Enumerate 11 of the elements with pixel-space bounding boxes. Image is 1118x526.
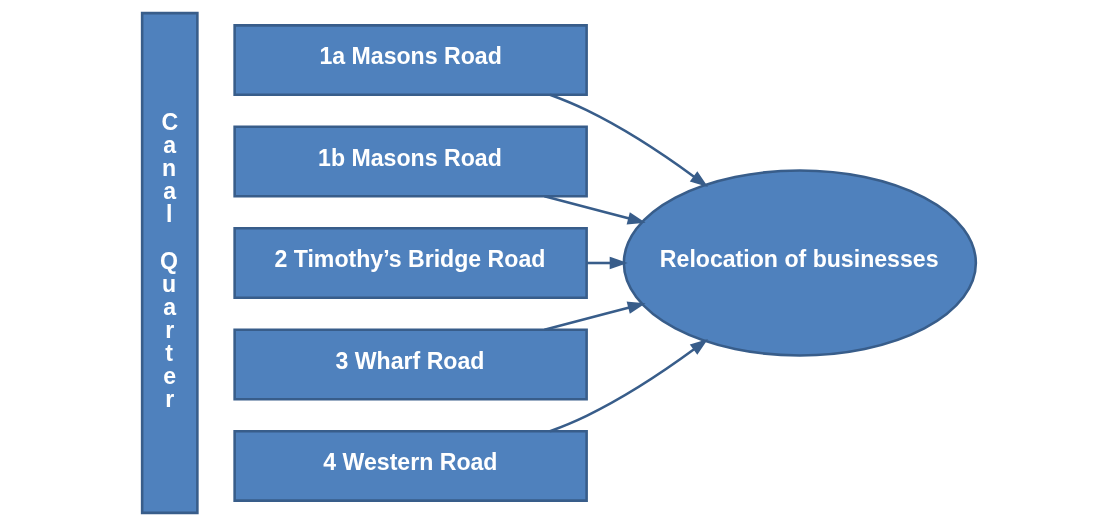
arrow xyxy=(544,301,646,331)
arrow xyxy=(587,256,628,270)
arrow xyxy=(549,93,709,188)
node-box: 1b Masons Road xyxy=(233,125,588,198)
node-box: 4 Western Road xyxy=(233,430,588,502)
arrow xyxy=(549,338,709,433)
arrow xyxy=(544,195,646,225)
node-box: 3 Wharf Road xyxy=(233,328,588,401)
node-box: 2 Timothy’s Bridge Road xyxy=(233,227,588,299)
node-box: Canal Quarter xyxy=(140,11,199,515)
node-box: 1a Masons Road xyxy=(233,24,588,96)
